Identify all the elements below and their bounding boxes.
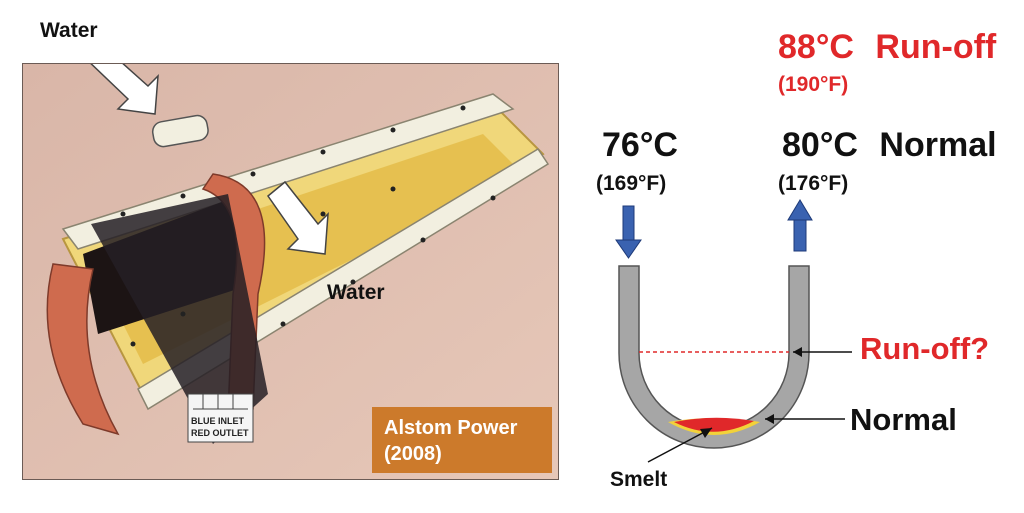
normal-level-label: Normal (850, 402, 957, 437)
water-inlet-label: Water (40, 19, 98, 42)
runoff-word: Run-off (875, 28, 997, 66)
water-outlet-label: Water (327, 281, 385, 304)
credit-line-1: Alstom Power (384, 417, 518, 439)
outlet-f: (176°F) (778, 172, 849, 195)
u-tube-pipe (618, 265, 810, 449)
smelt-red-layer (674, 417, 754, 432)
spout-photo: BLUE INLET RED OUTLET (22, 63, 559, 480)
credit-line-2: (2008) (384, 443, 442, 465)
smelt-pointer (647, 427, 713, 463)
runoff-pointer (793, 347, 852, 357)
outlet-word: Normal (879, 126, 997, 164)
inlet-temp: 76°C (602, 126, 678, 164)
water-inlet-arrow (90, 64, 159, 115)
normal-pointer (765, 414, 845, 424)
runoff-temp: 88°C (778, 28, 854, 66)
outlet-temp: 80°C (782, 126, 858, 164)
outlet-flow-arrow (787, 199, 813, 252)
runoff-f: (190°F) (778, 73, 849, 96)
inlet-flow-arrow (615, 205, 642, 259)
inlet-f: (169°F) (596, 172, 667, 195)
outlet-heading: 80°C Normal (782, 126, 997, 165)
credit-badge: Alstom Power (2008) (372, 407, 552, 473)
runoff-question-label: Run-off? (860, 331, 990, 366)
tag-text-1: BLUE INLET (191, 416, 245, 426)
smelt-label: Smelt (610, 468, 668, 491)
spout-illustration: BLUE INLET RED OUTLET (23, 64, 558, 479)
runoff-heading: 88°C Run-off (778, 28, 996, 67)
tag-text-2: RED OUTLET (191, 428, 249, 438)
water-outlet-arrow (266, 180, 329, 255)
